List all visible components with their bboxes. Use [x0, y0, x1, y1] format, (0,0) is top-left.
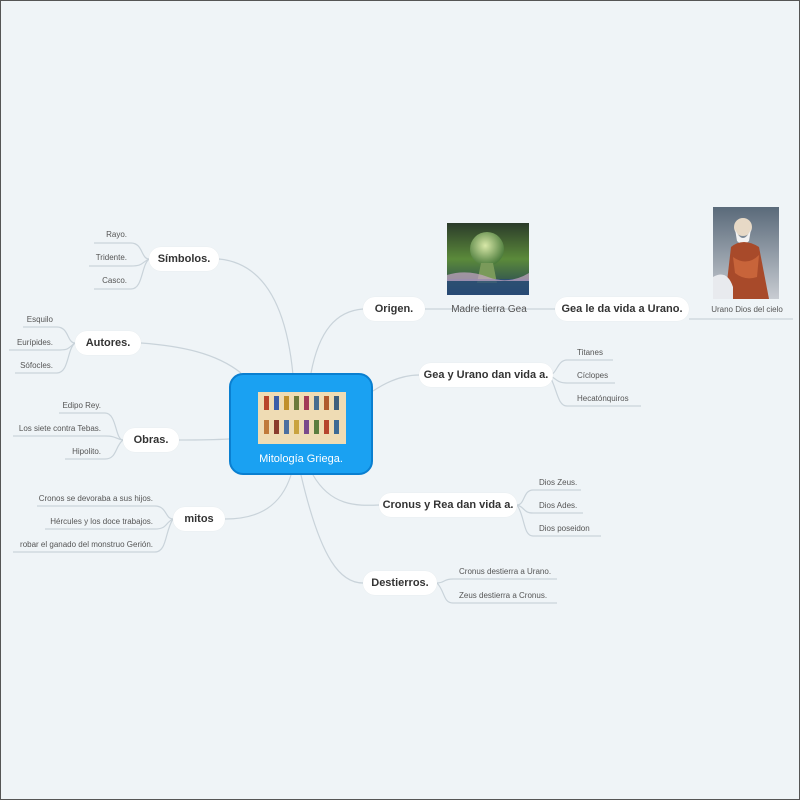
greek-gods-thumbnail: [258, 392, 346, 444]
link-cronus-rea: [312, 474, 380, 506]
leaf-mitos-1[interactable]: Cronos se devoraba a sus hijos.: [38, 494, 153, 503]
leaf-obras-1[interactable]: Edipo Rey.: [62, 401, 101, 410]
urano-image: [713, 207, 779, 299]
topic-gea-urano-dan-vida[interactable]: Gea y Urano dan vida a.: [419, 363, 553, 387]
leaf-gea-urano-1[interactable]: Titanes: [577, 348, 603, 357]
topic-origen[interactable]: Origen.: [363, 297, 425, 321]
topic-cronus-rea-dan-vida[interactable]: Cronus y Rea dan vida a.: [379, 493, 517, 517]
leaf-mitos-3[interactable]: robar el ganado del monstruo Gerión.: [20, 540, 153, 549]
leaf-obras-3[interactable]: Hipolito.: [72, 447, 101, 456]
urano-image-caption: Urano Dios del cielo: [711, 305, 783, 314]
topic-gea-da-vida-urano[interactable]: Gea le da vida a Urano.: [555, 297, 689, 321]
link-gea-urano: [372, 374, 420, 392]
topic-simbolos[interactable]: Símbolos.: [149, 247, 219, 271]
leaf-simbolos-1[interactable]: Rayo.: [106, 230, 127, 239]
topic-mitos[interactable]: mitos: [173, 507, 225, 531]
topic-autores[interactable]: Autores.: [75, 331, 141, 355]
leaf-cronus-rea-2[interactable]: Dios Ades.: [539, 501, 578, 510]
leaf-destierros-2[interactable]: Zeus destierra a Cronus.: [459, 591, 548, 600]
leaf-autores-1[interactable]: Esquilo: [26, 315, 53, 324]
link-simbolos: [218, 258, 294, 376]
link-obras: [178, 438, 230, 441]
leaf-simbolos-2[interactable]: Tridente.: [95, 253, 127, 262]
topic-destierros[interactable]: Destierros.: [363, 571, 437, 595]
leaf-cronus-rea-3[interactable]: Dios poseidon: [539, 524, 590, 533]
topic-obras[interactable]: Obras.: [123, 428, 179, 452]
leaf-gea-urano-3[interactable]: Hecatónquiros: [577, 394, 629, 403]
leaf-autores-3[interactable]: Sófocles.: [20, 361, 53, 370]
leaf-cronus-rea-1[interactable]: Dios Zeus.: [539, 478, 578, 487]
link-autores: [140, 342, 242, 374]
leaf-gea-urano-2[interactable]: Cíclopes: [577, 371, 609, 380]
central-topic[interactable]: Mitología Griega.: [229, 373, 373, 475]
link-destierros: [300, 474, 364, 584]
gea-image: [447, 223, 529, 295]
leaf-simbolos-3[interactable]: Casco.: [102, 276, 127, 285]
gods-illustration: [258, 392, 346, 444]
leaf-obras-2[interactable]: Los siete contra Tebas.: [18, 424, 101, 433]
leaf-autores-2[interactable]: Eurípides.: [16, 338, 53, 347]
central-topic-label: Mitología Griega.: [259, 453, 343, 465]
gea-image-caption: Madre tierra Gea: [451, 304, 527, 315]
leaf-destierros-1[interactable]: Cronus destierra a Urano.: [459, 567, 552, 576]
link-mitos: [224, 474, 292, 520]
link-origen: [310, 308, 364, 374]
leaf-mitos-2[interactable]: Hércules y los doce trabajos.: [50, 517, 153, 526]
